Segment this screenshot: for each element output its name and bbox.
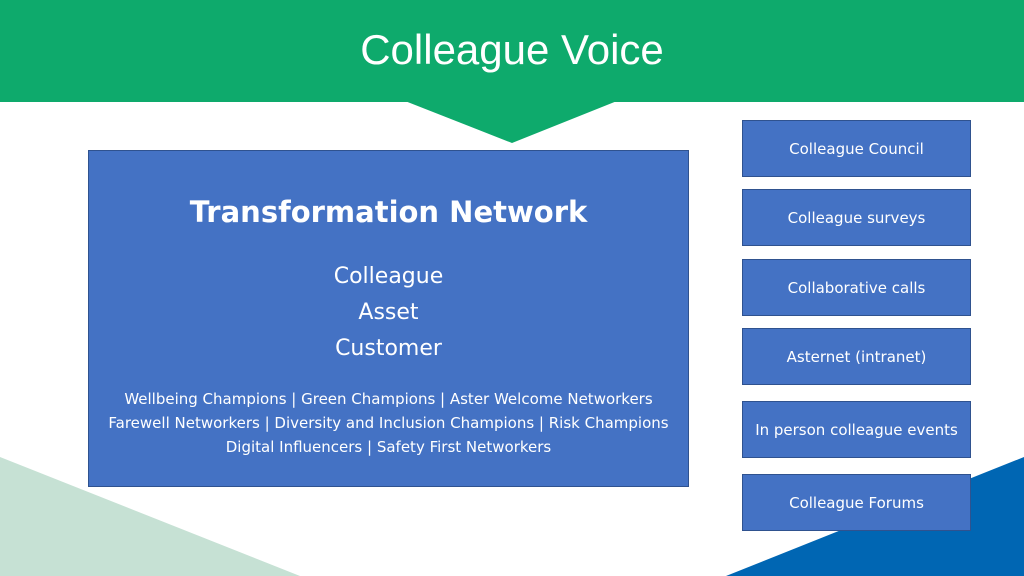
banner-arrow: [405, 101, 617, 143]
pillar-colleague: Colleague: [333, 264, 444, 289]
light-green-triangle: [0, 457, 300, 576]
channel-in-person-events: In person colleague events: [742, 401, 971, 458]
page-title: Colleague Voice: [360, 26, 664, 73]
header-banner: [0, 0, 1024, 102]
transformation-network-box: Transformation Network Colleague Asset C…: [88, 150, 689, 487]
channel-colleague-forums: Colleague Forums: [742, 474, 971, 531]
champion-line: Digital Influencers | Safety First Netwo…: [225, 438, 552, 456]
champion-line: Wellbeing Champions | Green Champions | …: [124, 390, 653, 408]
channel-colleague-surveys: Colleague surveys: [742, 189, 971, 246]
pillar-asset: Asset: [358, 300, 419, 325]
pillar-customer: Customer: [335, 336, 442, 361]
champion-line: Farewell Networkers | Diversity and Incl…: [108, 414, 669, 432]
channel-colleague-council: Colleague Council: [742, 120, 971, 177]
channel-asternet-intranet: Asternet (intranet): [742, 328, 971, 385]
channel-collaborative-calls: Collaborative calls: [742, 259, 971, 316]
transformation-network-heading: Transformation Network: [189, 195, 588, 229]
pillar-list: Colleague Asset Customer: [89, 259, 688, 367]
champion-networks: Wellbeing Champions | Green Champions | …: [89, 387, 688, 459]
